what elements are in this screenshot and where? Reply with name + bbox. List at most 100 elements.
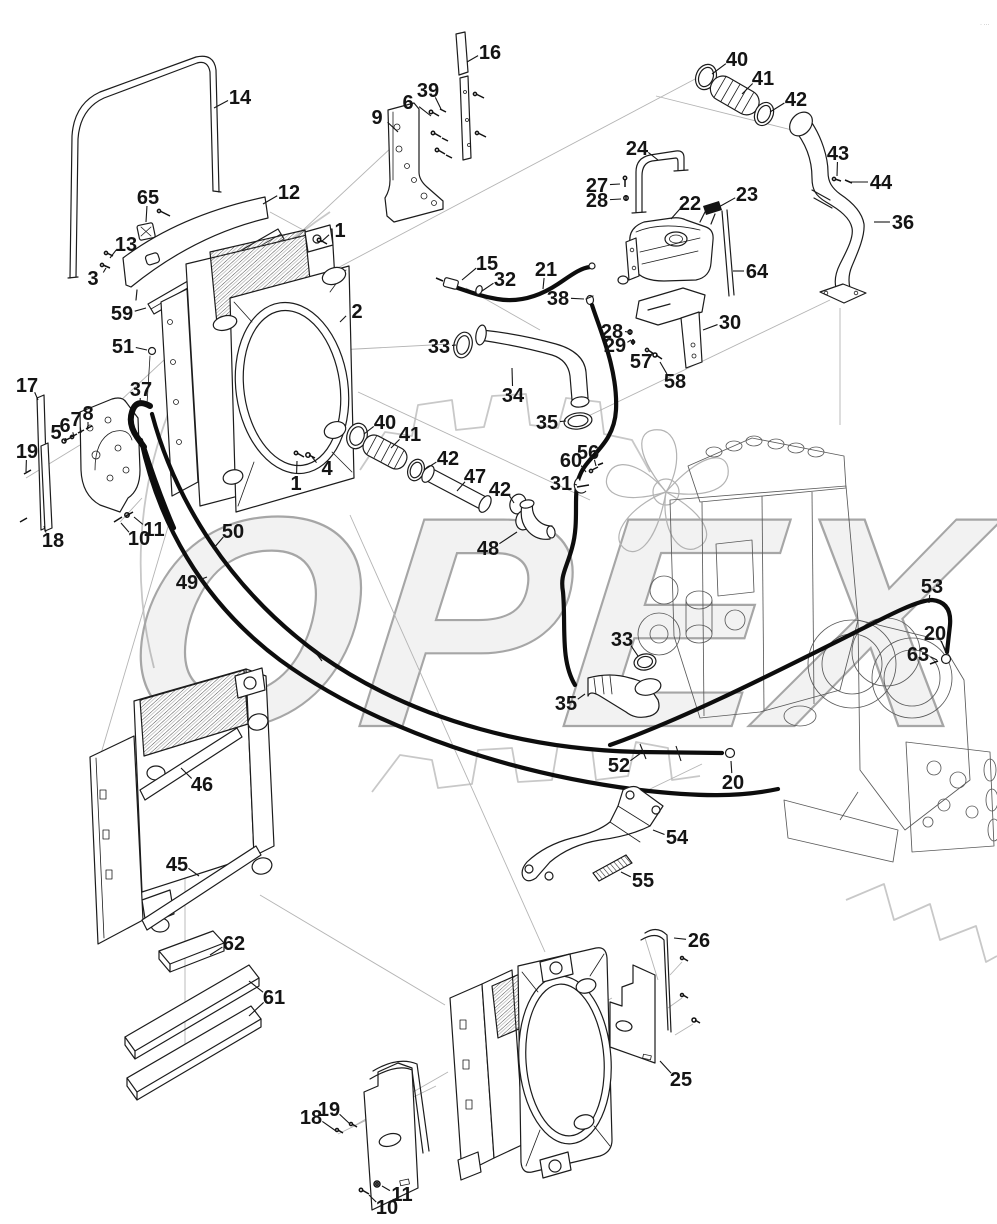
callout-42: 42 <box>785 89 807 111</box>
callout-leader-9 <box>387 121 399 133</box>
callout-5: 5 <box>50 422 61 444</box>
callout-leader-58 <box>659 361 668 375</box>
callout-leader-40 <box>711 63 727 75</box>
callout-44: 44 <box>870 172 893 194</box>
callout-63: 63 <box>907 644 929 666</box>
callout-32: 32 <box>494 269 516 291</box>
callout-65: 65 <box>137 187 159 209</box>
strip-55 <box>592 854 633 882</box>
u-bracket-24 <box>622 150 689 214</box>
strip-16 <box>455 31 487 161</box>
callout-leader-59 <box>134 307 147 312</box>
screws-13-3 <box>99 250 114 269</box>
callout-1: 1 <box>334 220 345 242</box>
callout-leader-17 <box>34 392 39 401</box>
callout-leader-13 <box>109 249 117 259</box>
callout-leader-34 <box>511 367 514 387</box>
bracket-54 <box>521 785 664 882</box>
fan-icon <box>605 429 729 553</box>
callout-leader-4 <box>311 456 317 464</box>
bracket-30 <box>627 287 706 369</box>
left-panel-with-seal <box>334 1060 430 1211</box>
callout-64: 64 <box>746 261 769 283</box>
callout-leader-51 <box>135 346 148 351</box>
bracket-9 <box>384 102 453 223</box>
callout-36: 36 <box>892 212 914 234</box>
callout-54: 54 <box>666 827 689 849</box>
callout-49: 49 <box>176 572 198 594</box>
callout-30: 30 <box>719 312 741 334</box>
callout-12: 12 <box>278 182 300 204</box>
callout-leader-25 <box>659 1060 672 1074</box>
main-radiator-assembly <box>160 224 355 513</box>
callout-4: 4 <box>321 458 333 480</box>
upper-hose-run <box>694 63 867 304</box>
callout-leader-7 <box>79 427 82 434</box>
callout-leader-31 <box>573 483 578 486</box>
callout-leader-62 <box>209 946 223 956</box>
callout-45: 45 <box>166 854 188 876</box>
callout-39: 39 <box>417 80 439 102</box>
callout-56: 56 <box>577 442 599 464</box>
callout-28: 28 <box>601 321 623 343</box>
callout-leader-35 <box>559 420 567 423</box>
callout-40: 40 <box>374 412 396 434</box>
callout-23: 23 <box>736 184 758 206</box>
callout-leader-61 <box>248 1002 265 1017</box>
coolant-tank-22 <box>617 201 722 285</box>
callout-leader-50 <box>212 536 224 550</box>
callout-3: 3 <box>87 268 98 290</box>
right-panel-25-with-seal-26 <box>609 928 701 1064</box>
callout-6: 6 <box>59 415 70 437</box>
callout-57: 57 <box>630 351 652 373</box>
callout-leader-47 <box>456 481 466 492</box>
callout-48: 48 <box>477 538 499 560</box>
callout-14: 14 <box>229 87 252 109</box>
callout-leader-41 <box>390 438 400 449</box>
callout-42: 42 <box>489 479 511 501</box>
callout-35: 35 <box>536 412 558 434</box>
clip-65 <box>136 208 171 241</box>
callout-leader-35 <box>577 693 586 700</box>
callout-leader-32 <box>481 282 494 292</box>
callout-leader-33 <box>630 645 639 657</box>
callout-leader-18 <box>322 1120 337 1132</box>
strip-64 <box>721 209 735 297</box>
callout-leader-6 <box>418 106 432 117</box>
callout-28: 28 <box>586 190 608 212</box>
callout-41: 41 <box>399 424 421 446</box>
callout-leader-52 <box>630 752 642 762</box>
strip-46 <box>139 727 243 801</box>
callout-38: 38 <box>547 288 569 310</box>
screw-19 <box>19 469 32 523</box>
callout-leader-30 <box>702 324 718 331</box>
callout-leader-2 <box>339 315 347 323</box>
callout-11: 11 <box>143 519 164 541</box>
callout-10: 10 <box>128 528 150 550</box>
callout-51: 51 <box>112 336 134 358</box>
callout-leader-39 <box>434 97 442 110</box>
tank-cap-23 <box>703 201 722 215</box>
callout-25: 25 <box>670 1069 692 1091</box>
callout-41: 41 <box>752 68 774 90</box>
callout-18: 18 <box>42 530 64 552</box>
pad-62 <box>158 930 225 973</box>
callout-22: 22 <box>679 193 701 215</box>
hose-34-group <box>453 324 593 430</box>
callout-leader-46 <box>180 767 193 779</box>
elbow-35-engine <box>587 653 662 718</box>
callout-leader-26 <box>673 937 687 940</box>
hose-38-down <box>560 302 619 688</box>
panel-12 <box>122 196 269 301</box>
callout-leader-3 <box>102 267 107 273</box>
opex-watermark: OPEX <box>108 211 997 963</box>
callout-47: 47 <box>464 466 486 488</box>
callout-leader-23 <box>716 197 736 209</box>
callout-1: 1 <box>290 473 301 495</box>
callout-8: 8 <box>82 403 93 425</box>
callout-leader-53 <box>928 594 931 604</box>
callout-13: 13 <box>115 234 137 256</box>
lower-left-radiator <box>89 667 275 945</box>
